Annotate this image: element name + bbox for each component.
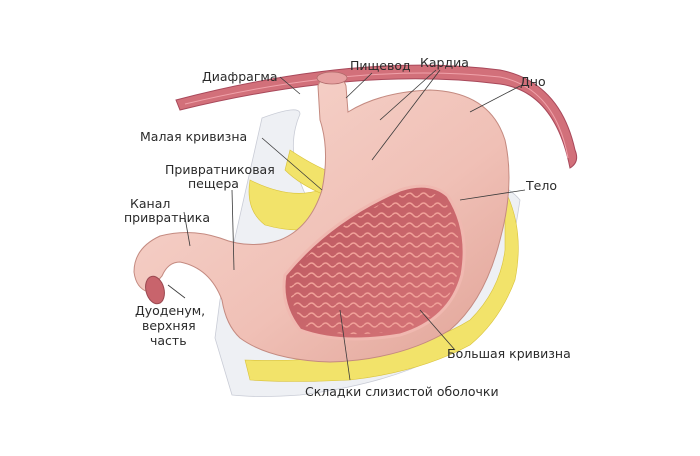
label-diaphragm: Диафрагма xyxy=(202,69,278,84)
label-pyloric-antrum-line1: Привратниковая xyxy=(165,162,275,177)
label-pyloric-canal-line1: Канал xyxy=(130,196,170,211)
esophagus-opening xyxy=(316,71,348,85)
label-pyloric-antrum-line2: пещера xyxy=(188,176,239,191)
label-duodenum-line2: верхняя xyxy=(142,318,196,333)
label-greater-curvature: Большая кривизна xyxy=(447,346,571,361)
label-cardia: Кардиа xyxy=(420,55,469,70)
label-pyloric-canal-line2: привратника xyxy=(124,210,210,225)
label-mucosal-folds: Складки слизистой оболочки xyxy=(305,384,499,399)
duodenum-opening xyxy=(145,275,165,305)
label-duodenum-line1: Дуоденум, xyxy=(135,303,205,318)
label-duodenum-line3: часть xyxy=(150,333,187,348)
label-esophagus: Пищевод xyxy=(350,58,411,73)
label-lesser-curvature: Малая кривизна xyxy=(140,129,247,144)
mucosal-folds-texture xyxy=(289,191,460,335)
diaphragm-shape xyxy=(175,64,578,169)
label-fundus: Дно xyxy=(520,74,546,89)
leader-lines xyxy=(167,69,526,381)
labels: Диафрагма Пищевод Кардиа Дно Малая криви… xyxy=(124,55,571,399)
label-body: Тело xyxy=(525,178,557,193)
